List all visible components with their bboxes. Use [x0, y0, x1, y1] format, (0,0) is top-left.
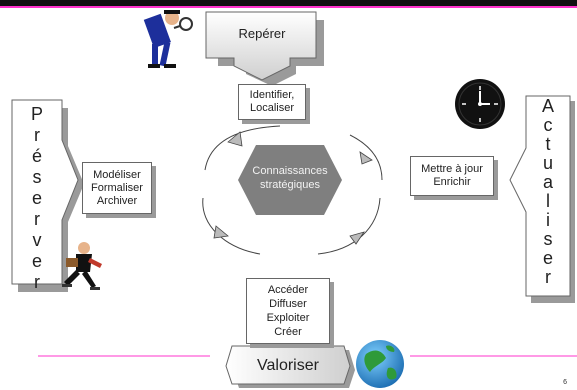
- top-sub-box: Identifier, Localiser: [238, 84, 306, 120]
- left-arrow: [11, 99, 84, 292]
- top-label: Repérer: [238, 26, 286, 41]
- detective-icon: [143, 10, 193, 68]
- right-letter: e: [542, 248, 553, 268]
- center-hexagon: [238, 145, 342, 215]
- right-sub-box: Mettre à jour Enrichir: [410, 156, 494, 196]
- bottom-arrow: [225, 345, 355, 388]
- center-label: Connaissances stratégiques: [252, 165, 328, 191]
- left-letter: r: [34, 209, 40, 229]
- right-letter: a: [542, 172, 553, 192]
- left-letter: r: [34, 125, 40, 145]
- left-letter: P: [30, 104, 43, 124]
- left-letter: v: [32, 230, 42, 250]
- cycle-arrowhead-top-left: [227, 131, 243, 147]
- left-letter: é: [31, 146, 42, 166]
- left-letter: r: [34, 272, 40, 292]
- left-letter: e: [31, 251, 42, 271]
- left-letter: e: [31, 188, 42, 208]
- right-letter: t: [545, 134, 551, 154]
- top-arrow: [205, 11, 324, 86]
- page-number: 6: [563, 379, 567, 386]
- right-arrow: [509, 95, 575, 303]
- left-sub-box: Modéliser Formaliser Archiver: [82, 162, 152, 214]
- cycle-arrowhead-bottom-right: [349, 231, 365, 245]
- cycle-arrowhead-right: [359, 151, 373, 165]
- cycle-arrowhead-left: [213, 225, 229, 239]
- right-letter: l: [546, 191, 550, 211]
- globe-icon: [356, 340, 404, 388]
- bottom-label: Valoriser: [257, 357, 319, 374]
- left-letter: s: [32, 167, 42, 187]
- right-letter: c: [543, 115, 553, 135]
- right-letter: A: [541, 96, 554, 116]
- left-vertical-word: P r é s e r v e r: [12, 104, 62, 293]
- running-man-icon: [62, 242, 102, 290]
- right-letter: i: [546, 210, 550, 230]
- right-vertical-word: A c t u a l i s e r: [526, 97, 570, 287]
- right-letter: s: [543, 229, 553, 249]
- bottom-sub-box: Accéder Diffuser Exploiter Créer: [246, 278, 330, 344]
- right-letter: r: [545, 267, 551, 287]
- top-accent-bar: [0, 0, 577, 8]
- right-letter: u: [542, 153, 553, 173]
- clock-icon: [455, 79, 505, 129]
